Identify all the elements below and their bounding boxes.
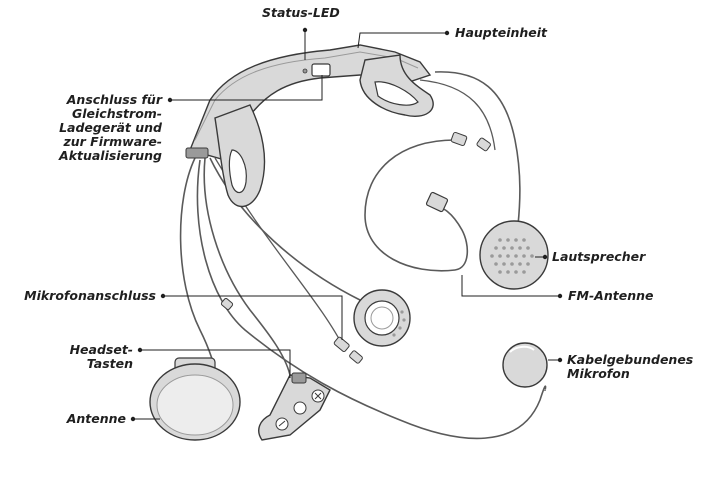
wired-microphone [503,343,547,387]
microphone-port [354,290,410,346]
label-kabelgebundenes-mikrofon: Kabelgebundenes Mikrofon [567,353,693,381]
collar-3 [221,298,234,311]
label-mikrofonanschluss: Mikrofonanschluss [0,289,156,303]
dc-port [312,64,330,76]
button-module-collar [292,373,306,383]
headset-buttons [259,373,330,440]
label-status-led: Status-LED [262,6,340,20]
speaker-disc [480,221,548,289]
label-anschluss: Anschluss für Gleichstrom- Ladegerät und… [30,93,162,163]
mic-port-socket [365,301,399,335]
button-center-icon [294,402,306,414]
leader-haupteinheit [358,33,447,48]
speaker-cable [435,72,520,225]
label-headset-tasten: Headset- Tasten [50,343,133,371]
collar-1 [451,132,468,146]
fm-antenna-loop [365,140,467,271]
antenna-pad-inner [157,375,233,435]
label-haupteinheit: Haupteinheit [455,26,547,40]
collar-2 [476,137,491,151]
cable-connector [186,148,208,158]
wired-mic-head [503,343,547,387]
label-fm-antenne: FM-Antenne [568,289,653,303]
label-antenne: Antenne [40,412,126,426]
collar-5 [349,350,363,364]
status-led [303,69,307,73]
label-lautsprecher: Lautsprecher [552,250,645,264]
antenna-pad [150,358,240,440]
speaker [480,221,548,289]
